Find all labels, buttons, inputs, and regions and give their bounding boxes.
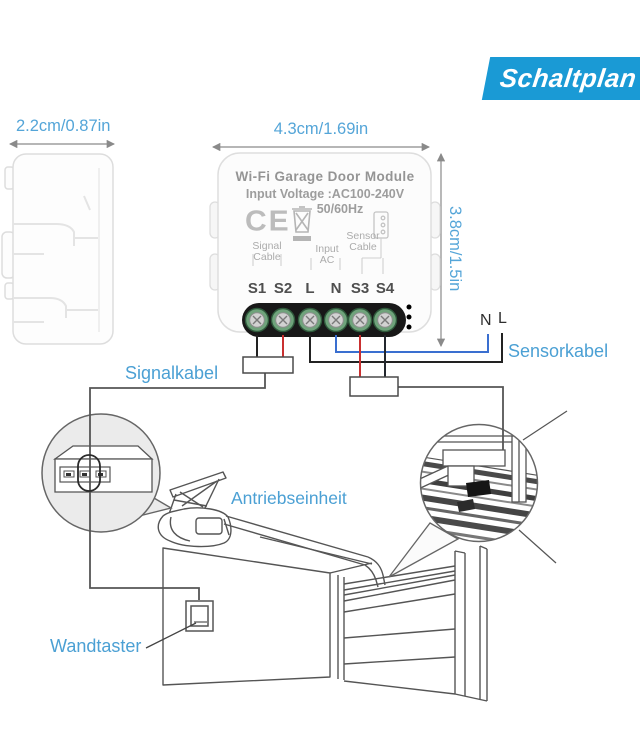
wall-button-label: Wandtaster bbox=[50, 636, 142, 656]
terminal-label-s3: S3 bbox=[350, 280, 370, 297]
opener-rail bbox=[225, 515, 369, 558]
group-signal-line1: Signal bbox=[252, 240, 282, 252]
terminal-block bbox=[242, 303, 412, 337]
drive-unit-drawing bbox=[157, 471, 386, 588]
weee-bin-icon bbox=[292, 206, 312, 241]
group-sensor-line1: Sensor bbox=[346, 230, 380, 242]
sensor-cable-run bbox=[398, 386, 504, 450]
banner-label: Schaltplan bbox=[498, 63, 639, 93]
module-front-view bbox=[209, 152, 441, 337]
signal-cable-run bbox=[89, 373, 266, 600]
sensor-pointer-lines bbox=[518, 410, 568, 564]
dim-side-width-label: 2.2cm/0.87in bbox=[16, 117, 111, 135]
door-sensor-block bbox=[466, 480, 491, 497]
garage-door bbox=[343, 545, 488, 702]
module-title: Wi-Fi Garage Door Module bbox=[235, 169, 415, 184]
terminal-label-n: N bbox=[330, 280, 342, 297]
ce-mark: CE bbox=[245, 205, 291, 238]
terminal-screws bbox=[244, 307, 398, 333]
dimension-lines bbox=[8, 139, 446, 348]
neutral-wire-label: N bbox=[480, 312, 492, 329]
garage-drawing bbox=[162, 536, 488, 702]
terminal-label-s4: S4 bbox=[375, 280, 395, 297]
signal-cable-label: Signalkabel bbox=[125, 363, 219, 383]
group-input-line1: Input bbox=[315, 243, 339, 255]
wire-l-black bbox=[309, 333, 503, 363]
indicator-dots bbox=[406, 304, 412, 330]
group-signal-line2: Cable bbox=[253, 251, 281, 263]
terminal-label-s2: S2 bbox=[273, 280, 293, 297]
group-sensor-line2: Cable bbox=[349, 241, 377, 253]
signal-connector-box bbox=[242, 356, 294, 374]
module-side-view bbox=[1, 153, 114, 345]
wire-n-blue bbox=[335, 334, 489, 353]
drive-unit-label: Antriebseinheit bbox=[231, 488, 347, 508]
magnifier-door-sensor bbox=[388, 423, 539, 578]
sensor-cable-label: Sensorkabel bbox=[508, 341, 609, 361]
sensor-connector-box bbox=[349, 376, 399, 397]
module-frequency: 50/60Hz bbox=[316, 202, 364, 216]
module-voltage: Input Voltage :AC100-240V bbox=[245, 187, 405, 201]
terminal-label-s1: S1 bbox=[247, 280, 267, 297]
schaltplan-banner: Schaltplan bbox=[481, 57, 640, 100]
label-leader-lines bbox=[252, 238, 384, 274]
group-input-line2: AC bbox=[319, 254, 335, 266]
dim-module-width-label: 4.3cm/1.69in bbox=[273, 120, 369, 138]
wires bbox=[89, 333, 504, 600]
dim-module-height-label: 3.8cm/1.5in bbox=[446, 206, 464, 292]
terminal-highlight-oval bbox=[77, 454, 101, 492]
wall-switch-pointer-line bbox=[145, 622, 197, 649]
live-wire-label: L bbox=[498, 310, 507, 327]
magnifier-drive-unit bbox=[41, 413, 173, 533]
terminal-label-l: L bbox=[305, 280, 315, 297]
